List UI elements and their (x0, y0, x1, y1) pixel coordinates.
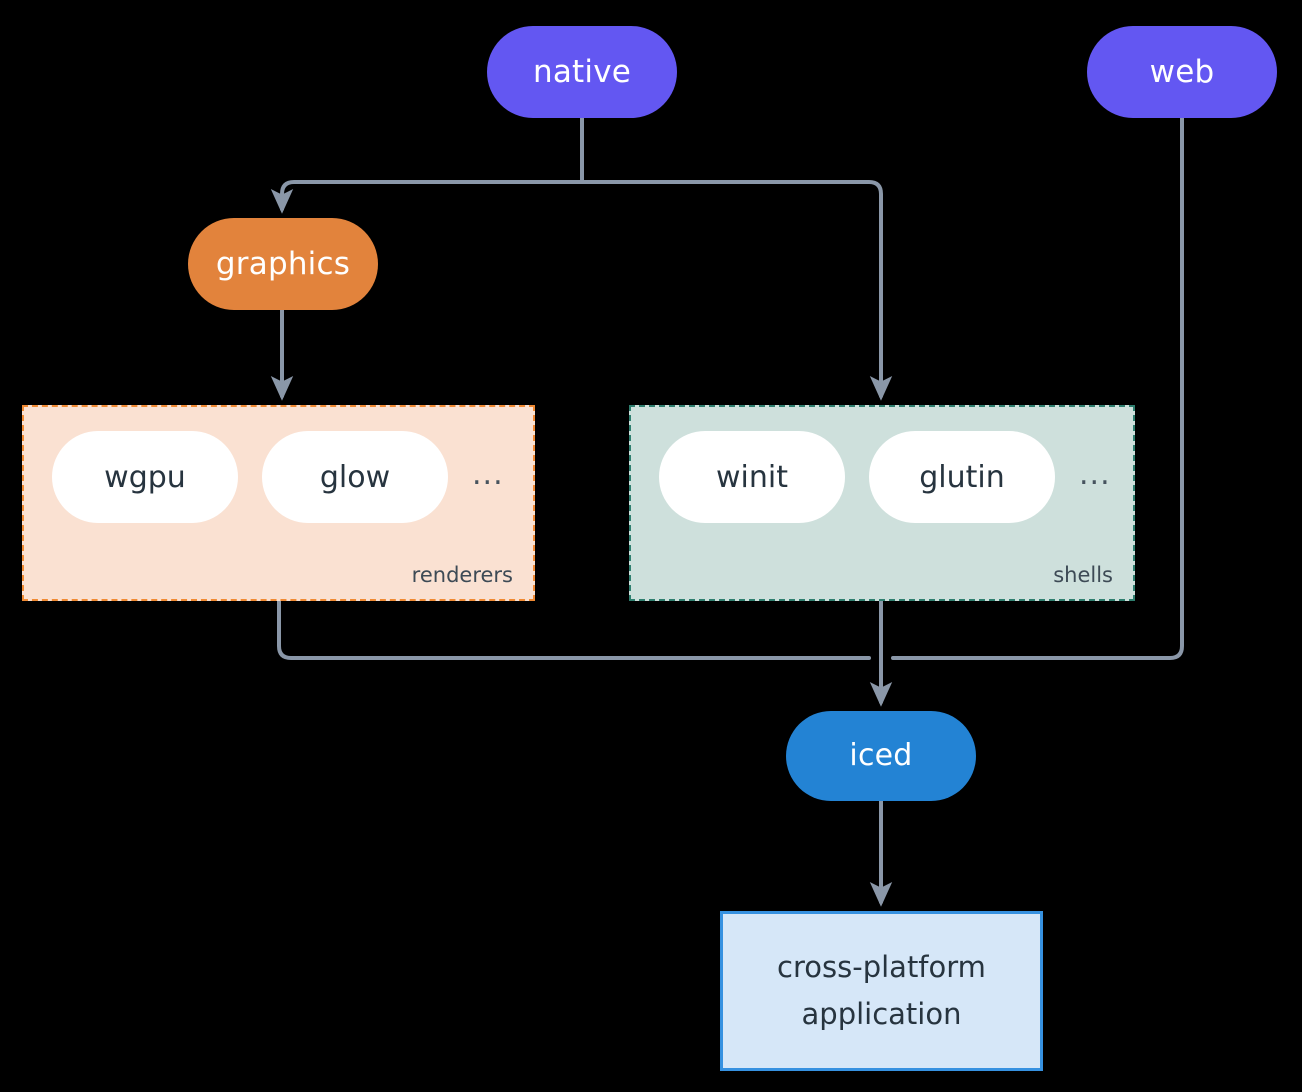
node-native[interactable]: native (487, 26, 677, 118)
group-shells-caption: shells (1053, 563, 1113, 587)
group-renderers-items: wgpu glow ... (24, 431, 533, 523)
node-graphics[interactable]: graphics (188, 218, 378, 310)
node-graphics-label: graphics (215, 245, 351, 282)
group-renderers-caption: renderers (411, 563, 513, 587)
node-iced[interactable]: iced (786, 711, 976, 801)
node-web[interactable]: web (1087, 26, 1277, 118)
edge-native-to-shells (580, 180, 893, 401)
chip-glutin-label: glutin (919, 459, 1005, 495)
application-label-line1: cross-platform (777, 950, 986, 985)
group-shells-items: winit glutin ... (631, 431, 1133, 523)
chip-winit-label: winit (716, 459, 788, 495)
edge-web-to-iced (891, 116, 1184, 660)
renderers-more-ellipsis: ... (472, 456, 504, 492)
node-web-label: web (1149, 53, 1215, 90)
shells-more-ellipsis: ... (1079, 456, 1111, 492)
edge-native-to-graphics (270, 180, 584, 214)
chip-glutin[interactable]: glutin (869, 431, 1055, 523)
node-iced-label: iced (849, 738, 913, 774)
chip-wgpu[interactable]: wgpu (52, 431, 238, 523)
group-renderers: wgpu glow ... renderers (22, 405, 535, 601)
node-cross-platform-application[interactable]: cross-platform application (720, 911, 1043, 1071)
chip-glow-label: glow (319, 459, 391, 495)
chip-wgpu-label: wgpu (104, 459, 186, 495)
chip-glow[interactable]: glow (262, 431, 448, 523)
node-native-label: native (532, 53, 632, 90)
chip-winit[interactable]: winit (659, 431, 845, 523)
edge-renderers-to-iced (277, 599, 871, 660)
application-label-line2: application (801, 997, 962, 1031)
group-shells: winit glutin ... shells (629, 405, 1135, 601)
